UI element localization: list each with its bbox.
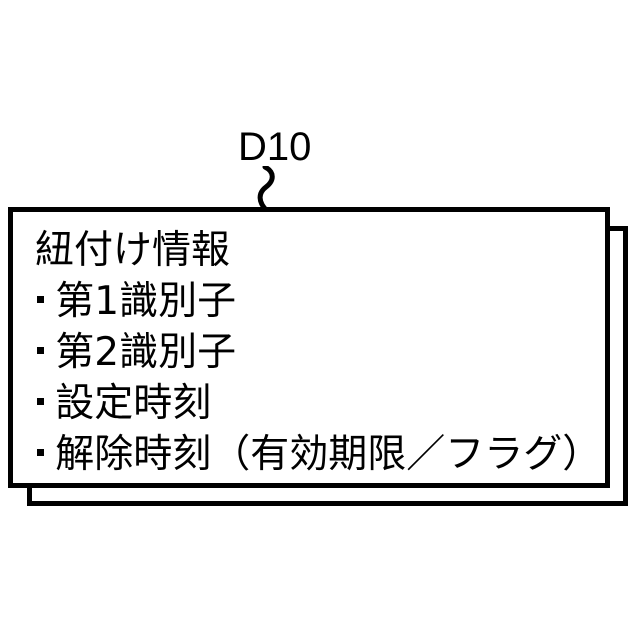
linking-information-content: 紐付け情報 第1識別子 第2識別子 設定時刻 解除時刻（有効期限／フラグ） <box>13 212 605 483</box>
field-item-second-identifier: 第2識別子 <box>35 327 605 378</box>
bullet-icon <box>35 429 55 480</box>
field-label: 第2識別子 <box>55 330 237 375</box>
field-item-first-identifier: 第1識別子 <box>35 276 605 327</box>
field-label: 第1識別子 <box>55 279 237 324</box>
field-label: 設定時刻 <box>55 381 212 426</box>
block-title: 紐付け情報 <box>35 228 231 273</box>
bullet-icon <box>35 276 55 327</box>
field-item-set-time: 設定時刻 <box>35 378 605 429</box>
field-list: 第1識別子 第2識別子 設定時刻 解除時刻（有効期限／フラグ） <box>35 276 605 480</box>
field-item-release-time: 解除時刻（有効期限／フラグ） <box>35 429 605 480</box>
linking-information-box: 紐付け情報 第1識別子 第2識別子 設定時刻 解除時刻（有効期限／フラグ） <box>8 207 610 488</box>
reference-label-d10: D10 <box>238 125 312 169</box>
bullet-icon <box>35 327 55 378</box>
bullet-icon <box>35 378 55 429</box>
squiggle-leader-line <box>257 166 275 212</box>
field-label: 解除時刻（有効期限／フラグ） <box>55 432 602 477</box>
